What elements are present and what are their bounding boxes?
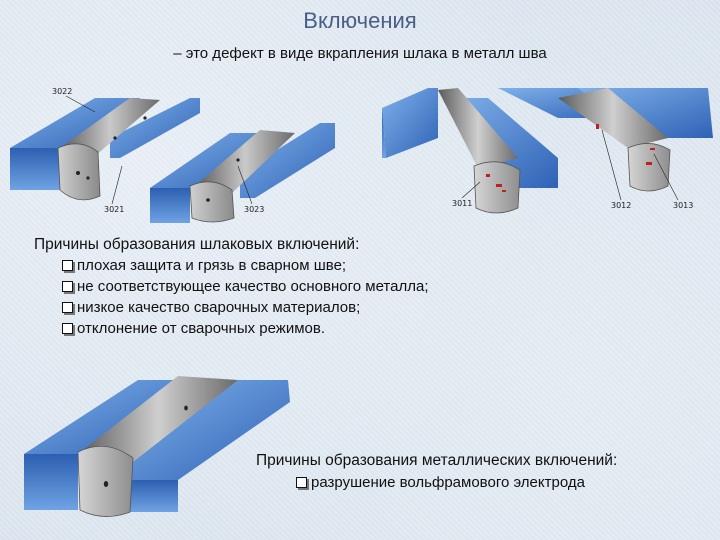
illustration-slag-right: 3011 3012 3013: [382, 88, 713, 214]
label-3023: 3023: [244, 205, 264, 214]
slag-causes-heading: Причины образования шлаковых включений:: [34, 236, 360, 253]
checkbox-bullet-icon: [62, 302, 73, 313]
slag-causes: Причины образования шлаковых включений: …: [34, 236, 429, 341]
list-item: отклонение от сварочных режимов.: [62, 320, 429, 337]
label-3022: 3022: [52, 87, 72, 96]
metal-causes: Причины образования металлических включе…: [256, 452, 617, 491]
checkbox-bullet-icon: [62, 281, 73, 292]
slide-subtitle: – это дефект в виде вкрапления шлака в м…: [173, 45, 547, 62]
slag-causes-list: плохая защита и грязь в сварном шве; не …: [34, 257, 429, 337]
checkbox-bullet-icon: [62, 260, 73, 271]
label-3012: 3012: [611, 201, 631, 210]
label-3011: 3011: [452, 199, 472, 208]
list-item: не соответствующее качество основного ме…: [62, 278, 429, 295]
illustration-slag-left: 3022 3021 3023: [10, 87, 335, 223]
list-item: разрушение вольфрамового электрода: [296, 474, 617, 491]
list-item: плохая защита и грязь в сварном шве;: [62, 257, 429, 274]
label-3021: 3021: [104, 205, 124, 214]
list-item: низкое качество сварочных материалов;: [62, 299, 429, 316]
metal-causes-heading: Причины образования металлических включе…: [256, 452, 618, 469]
metal-causes-list: разрушение вольфрамового электрода: [256, 474, 617, 491]
label-3013: 3013: [673, 201, 693, 210]
checkbox-bullet-icon: [62, 323, 73, 334]
checkbox-bullet-icon: [296, 477, 307, 488]
slide-title: Включения: [303, 8, 417, 33]
illustration-metal-inclusion: [24, 376, 290, 517]
